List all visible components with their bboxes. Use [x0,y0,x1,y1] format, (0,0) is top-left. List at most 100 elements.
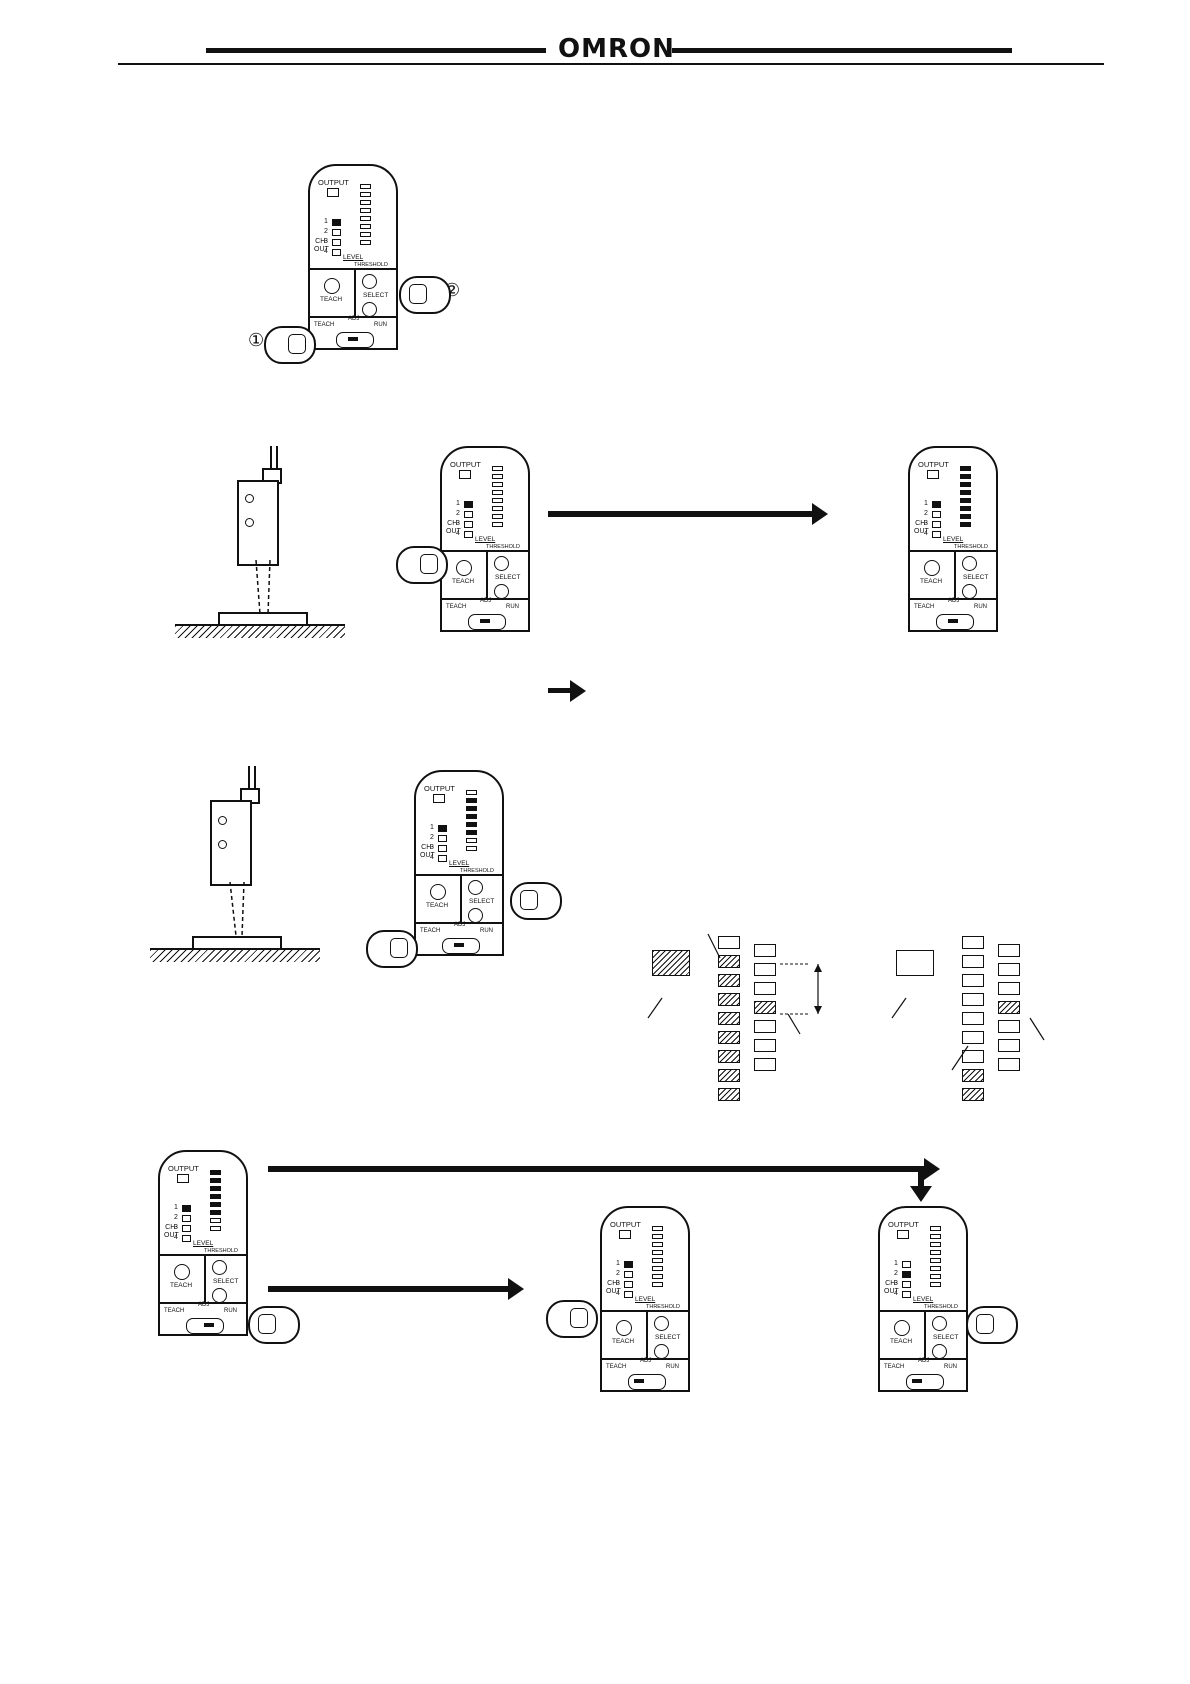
level-bar-led [210,1218,221,1223]
led-indicator [962,974,984,987]
level-bar-led [492,466,503,471]
sensor-cable [270,446,278,470]
led-indicator [962,936,984,949]
channel-number: 4 [324,248,328,255]
select-label: SELECT [655,1334,681,1341]
level-bar-led [930,1242,941,1247]
adj-label: ADJ [454,922,466,928]
ch-out-label: CH- OUT [164,1224,179,1239]
led-indicator [962,1031,984,1044]
channel-number: 4 [894,1290,898,1297]
panel-divider [310,316,396,318]
ch-out-label: CH- OUT [420,844,435,859]
led-indicator [962,1069,984,1082]
level-bar-led [492,482,503,487]
channel-led [624,1291,633,1298]
led-indicator [998,963,1020,976]
select-down-button [212,1288,227,1303]
led-indicator [652,950,690,976]
output-indicator [327,188,339,197]
sensor-head [237,480,279,566]
teach-switch-label: TEACH [314,322,335,328]
output-indicator [177,1174,189,1183]
level-bar-led [960,474,971,479]
channel-number: 3 [456,520,460,527]
channel-number: 4 [924,530,928,537]
level-label: LEVEL [475,536,496,543]
sensor-hole-icon [218,816,227,825]
channel-number: 4 [456,530,460,537]
channel-number: 2 [894,1270,898,1277]
teach-label: TEACH [920,578,943,585]
select-up-button [212,1260,227,1275]
channel-number: 3 [174,1224,178,1231]
run-label: RUN [944,1364,957,1370]
level-bar-led [960,506,971,511]
channel-number: 1 [894,1260,898,1267]
level-bar-led [210,1170,221,1175]
output-label: OUTPUT [918,460,949,469]
finger-select-button [966,1306,1018,1344]
level-bar-led [360,200,371,205]
level-bar-led [210,1178,221,1183]
led-indicator [896,950,934,976]
channel-number: 3 [324,238,328,245]
panel-divider [646,1310,648,1358]
output-label: OUTPUT [888,1220,919,1229]
led-indicator [718,993,740,1006]
level-bar-led [930,1226,941,1231]
channel-led [438,845,447,852]
led-indicator [998,1039,1020,1052]
level-bar-led [466,814,477,819]
level-bar-led [960,514,971,519]
output-label: OUTPUT [424,784,455,793]
teach-button [894,1320,910,1336]
led-indicator [718,1012,740,1025]
header-rule-left [206,48,546,53]
level-bar-led [360,192,371,197]
level-bar-led [466,830,477,835]
level-label: LEVEL [943,536,964,543]
ch-out-label: CH- OUT [914,520,929,535]
level-label: LEVEL [449,860,470,867]
level-bar-led [492,506,503,511]
mode-switch-knob [948,619,958,623]
arrow-right [268,1278,524,1300]
level-bar-led [210,1186,221,1191]
led-indicator [718,1069,740,1082]
level-bar-led [466,790,477,795]
level-bar-led [466,838,477,843]
panel-divider [416,922,502,924]
level-bar-led [466,822,477,827]
select-down-button [468,908,483,923]
channel-led [332,249,341,256]
channel-led [902,1281,911,1288]
channel-number: 1 [430,824,434,831]
ch-out-label: CH- OUT [446,520,461,535]
panel-divider [602,1358,688,1360]
select-label: SELECT [469,898,495,905]
finger-select-button [399,276,451,314]
level-bar-led [652,1266,663,1271]
level-bar-led [466,806,477,811]
led-indicator [962,1050,984,1063]
teach-switch-label: TEACH [446,604,467,610]
teach-button [456,560,472,576]
panel-divider [924,1310,926,1358]
level-bar-led [466,798,477,803]
led-indicator [998,1020,1020,1033]
header-rule-right [672,48,1012,53]
panel-divider [160,1254,246,1256]
channel-led [182,1215,191,1222]
run-label: RUN [480,928,493,934]
select-down-button [494,584,509,599]
finger-run-switch [248,1306,300,1344]
sensor-hole-icon [245,494,254,503]
led-detail-callouts [647,933,1045,1071]
teach-label: TEACH [612,1338,635,1345]
channel-led [902,1271,911,1278]
channel-led [438,855,447,862]
channel-number: 1 [616,1260,620,1267]
